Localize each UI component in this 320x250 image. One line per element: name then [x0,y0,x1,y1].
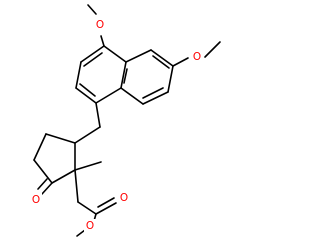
bond-cp-3 [33,159,53,184]
bond-ring-a-4 [75,87,97,104]
o-ketone-label: O [32,194,40,206]
bond-ring-b-3 [167,65,174,93]
bond-cp-4 [51,169,76,184]
bond-ring-a-5 [75,61,82,89]
bond-ring-a-3 [95,87,122,104]
bond-methyl-o-top [87,4,97,15]
background [0,0,250,250]
o-ester-carbonyl-label-bg [118,191,130,205]
bond-quaternary-ch2 [74,169,79,203]
bond-ring-b-double-3 [123,68,128,84]
bond-ring-o-right [172,57,189,67]
molecule-structure: O O O O O [0,0,250,250]
bond-o-top-ring [100,35,105,47]
o-methoxy-top-label: O [96,19,104,31]
bond-ring-b-double-2 [142,87,164,99]
bond-ring-b-4 [142,91,169,105]
bond-ring-a-6 [80,45,105,63]
bond-carbonyl-o-2 [97,197,115,208]
bond-ketone-1 [41,182,53,195]
bond-carbonyl-o-1 [95,202,117,215]
o-methoxy-top-label-bg [94,18,106,32]
bond-ring-b-2 [150,49,174,67]
o-ketone-label-bg [30,193,42,207]
o-ester-alkoxy-label: O [86,220,94,232]
bond-cp-1 [45,133,76,144]
bond-ring-a-2 [120,61,127,89]
bond-ketone-2 [37,178,48,190]
o-ester-carbonyl-label: O [120,192,128,204]
bond-ring-b-double-1 [152,55,170,69]
bond-layer [33,4,221,237]
bond-ch2-carbonyl [77,201,97,215]
o-ester-alkoxy-label-bg [84,219,96,233]
bond-quaternary-methyl [74,161,102,171]
o-methoxy-right-label: O [193,51,201,63]
bond-o-right-methyl [204,41,221,58]
bond-naph-ch2 [95,102,101,128]
bond-cp-2 [33,133,47,161]
bond-ring-b-5 [120,87,144,105]
bond-ring-a-double-1 [83,52,103,67]
bond-ring-a-double-2 [79,83,96,97]
bond-ring-b-1 [125,49,152,63]
atom-label-layer: O O O O O [30,18,203,233]
bond-ring-a-1 [103,45,127,63]
bond-alkoxy-methyl [76,229,86,237]
bond-ch2-ring [74,126,101,144]
o-methoxy-right-label-bg [191,50,203,64]
